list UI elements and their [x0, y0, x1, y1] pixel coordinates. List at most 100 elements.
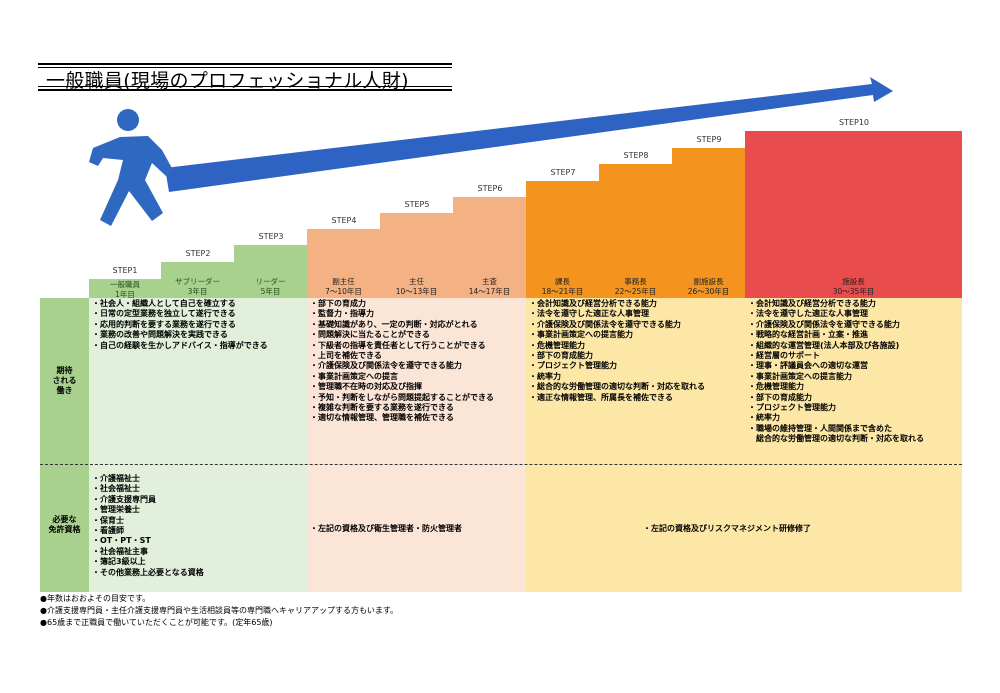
list-item: ・事業計画策定への提言 [310, 371, 398, 381]
list-item: ・介護支援専門員 [92, 494, 156, 504]
stair-step4 [307, 229, 380, 298]
footnote: ●年数はおおよその目安です。 [40, 594, 151, 603]
panel-yellow [526, 298, 962, 592]
step-label: STEP7 [550, 168, 576, 177]
expected-list-group4: ・会計知識及び経営分析できる能力 ・法令を遵守した適正な人事管理 ・介護保険及び… [748, 299, 924, 445]
list-item: ・法令を遵守した適正な人事管理 [748, 309, 868, 319]
stair-step2 [161, 262, 234, 298]
list-item: ・法令を遵守した適正な人事管理 [529, 309, 649, 319]
list-item: ・管理栄養士 [92, 505, 140, 515]
stair-step3 [234, 245, 307, 298]
list-item: ・適切な情報管理、管理職を補佐できる [310, 413, 454, 423]
footnote: ●65歳まで正職員で働いていただくことが可能です。(定年65歳) [40, 618, 273, 627]
list-item: ・管理職不在時の対応及び指揮 [310, 382, 422, 392]
running-person-icon [89, 109, 173, 226]
list-item: ・業務の改善や問題解決を実践できる [92, 330, 228, 340]
stair-step10 [745, 131, 962, 298]
list-item: ・部下の育成能力 [529, 351, 593, 361]
list-item: ・経営層のサポート [748, 351, 820, 361]
list-item: ・保育士 [92, 515, 124, 525]
expected-list-group2: ・部下の育成力 ・監督力・指導力 ・基礎知識があり、一定の判断・対応がとれる ・… [310, 299, 494, 424]
row-header-expected: 期待 される 働き [52, 366, 77, 395]
step-label: STEP6 [477, 184, 503, 193]
list-item: ・介護保険及び関係法令を遵守できる能力 [748, 319, 900, 329]
list-item: ・プロジェクト管理能力 [529, 361, 617, 371]
list-item: ・介護保険及び関係法令を遵守できる能力 [529, 319, 681, 329]
decor-layer [89, 77, 893, 226]
list-item: ・簿記3級以上 [92, 557, 146, 567]
list-item: 総合的な労働管理の適切な判断・対応を取れる [748, 434, 924, 444]
step-label: STEP8 [623, 151, 649, 160]
list-item: ・総合的な労働管理の適切な判断・対応を取れる [529, 382, 705, 392]
list-item: ・予知・判断をしながら問題提起することができる [310, 392, 494, 402]
list-item: ・介護福祉士 [92, 474, 140, 483]
stair-step8 [599, 164, 672, 298]
list-item: ・社会福祉主事 [92, 546, 148, 556]
step-label: STEP10 [838, 118, 870, 127]
list-item: ・危機管理能力 [529, 340, 585, 350]
footnote: ●介護支援専門員・主任介護支援専門員や生活相談員等の専門職へキャリアアップする方… [40, 606, 399, 615]
license-text-group3: ・左記の資格及びリスクマネジメント研修修了 [643, 524, 811, 533]
stair-step7 [526, 181, 599, 298]
stair-step5 [380, 213, 453, 298]
arrow-right-icon [165, 77, 893, 192]
row-header-license: 必要な 免許資格 [48, 515, 81, 534]
step-label: STEP3 [258, 232, 284, 241]
list-item: ・適正な情報管理、所属長を補佐できる [529, 392, 673, 402]
stair-step9 [672, 148, 745, 298]
list-item: ・下級者の指導を責任者として行うことができる [310, 340, 486, 350]
list-item: ・戦略的な経営計画・立案・推進 [748, 330, 868, 340]
list-item: ・社会人・組織人として自己を確立する [92, 299, 236, 308]
expected-list-group1: ・社会人・組織人として自己を確立する ・日常の定型業務を独立して遂行できる ・応… [92, 299, 268, 351]
list-item: ・その他業務上必要となる資格 [92, 567, 204, 577]
list-item: ・理事・評議員会への適切な運営 [748, 361, 868, 371]
list-item: ・危機管理能力 [748, 382, 804, 392]
page-title: 一般職員(現場のプロフェッショナル人財) [46, 70, 409, 92]
step-label: STEP4 [331, 216, 357, 225]
list-item: ・統率力 [529, 371, 561, 381]
list-item: ・プロジェクト管理能力 [748, 403, 836, 413]
step-label: STEP1 [112, 266, 138, 275]
panel-salmon [307, 298, 526, 592]
step-label: STEP5 [404, 200, 430, 209]
list-item: ・事業計画策定への提言能力 [529, 330, 633, 340]
list-item: ・監督力・指導力 [310, 309, 374, 319]
list-item: ・上司を補佐できる [310, 351, 382, 361]
list-item: ・社会福祉士 [92, 484, 140, 494]
license-list-group1: ・介護福祉士 ・社会福祉士 ・介護支援専門員 ・管理栄養士 ・保育士 ・看護師 … [92, 474, 204, 578]
list-item: ・看護師 [92, 526, 124, 536]
section-divider [40, 464, 962, 465]
list-item: ・日常の定型業務を独立して遂行できる [92, 309, 236, 319]
list-item: ・職場の維持管理・人間関係まで含めた [748, 423, 892, 433]
list-item: ・統率力 [748, 413, 780, 423]
list-item: ・自己の経験を生かしアドバイス・指導ができる [92, 340, 268, 350]
list-item: ・部下の育成力 [310, 299, 366, 308]
list-item: ・会計知識及び経営分析できる能力 [529, 299, 657, 308]
list-item: ・介護保険及び関係法令を遵守できる能力 [310, 361, 462, 371]
list-item: ・会計知識及び経営分析できる能力 [748, 299, 876, 308]
stair-step1 [89, 279, 161, 298]
panel-green [89, 298, 307, 592]
list-item: ・問題解決に当たることができる [310, 330, 430, 340]
license-text-group2: ・左記の資格及び衛生管理者・防火管理者 [310, 524, 462, 533]
stair-step6 [453, 197, 526, 298]
list-item: ・事業計画策定への提言能力 [748, 371, 852, 381]
step-label: STEP2 [185, 249, 211, 258]
title-frame [38, 63, 452, 91]
list-item: ・応用的判断を要する業務を遂行できる [92, 319, 236, 329]
expected-list-group3: ・会計知識及び経営分析できる能力 ・法令を遵守した適正な人事管理 ・介護保険及び… [529, 299, 705, 403]
list-item: ・OT・PT・ST [92, 536, 151, 546]
list-item: ・組織的な運営管理(法人本部及び各施設) [748, 340, 900, 350]
list-item: ・部下の育成能力 [748, 392, 812, 402]
list-item: ・複雑な判断を要する業務を遂行できる [310, 403, 454, 413]
step-label: STEP9 [696, 135, 722, 144]
